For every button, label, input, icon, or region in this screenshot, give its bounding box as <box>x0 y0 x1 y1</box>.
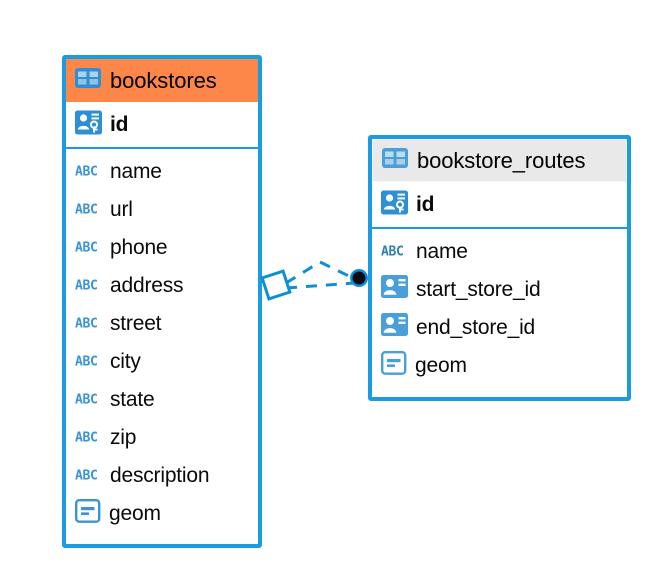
field-row-start-store-id[interactable]: start_store_id <box>372 270 627 308</box>
field-label: end_store_id <box>416 315 536 339</box>
field-row-geom[interactable]: geom <box>66 494 258 532</box>
svg-text:ABC: ABC <box>381 245 404 260</box>
field-label: address <box>110 273 184 297</box>
primary-key-section: id <box>372 182 627 229</box>
text-abc-icon: ABC <box>75 201 102 218</box>
relationship-line-curved <box>285 260 356 285</box>
field-row-address[interactable]: ABC address <box>66 266 258 304</box>
svg-text:ABC: ABC <box>75 431 98 446</box>
field-row-geom[interactable]: geom <box>372 346 627 384</box>
table-icon <box>75 68 101 93</box>
field-label: url <box>110 197 133 221</box>
svg-text:ABC: ABC <box>75 355 98 370</box>
text-abc-icon: ABC <box>75 353 102 370</box>
text-abc-icon: ABC <box>75 391 102 408</box>
foreign-key-icon <box>381 313 408 341</box>
geometry-icon <box>75 498 101 528</box>
entity-table-bookstores[interactable]: bookstores id <box>62 55 262 548</box>
text-abc-icon: ABC <box>75 467 102 484</box>
field-row-primary-key[interactable]: id <box>372 182 627 227</box>
field-label: state <box>110 387 155 411</box>
svg-text:ABC: ABC <box>75 279 98 294</box>
field-row-end-store-id[interactable]: end_store_id <box>372 308 627 346</box>
relationship-marker-diamond-open <box>260 269 292 301</box>
svg-text:ABC: ABC <box>75 165 98 180</box>
entity-header-bookstore-routes[interactable]: bookstore_routes <box>372 139 627 182</box>
field-label: description <box>110 463 210 487</box>
field-row-zip[interactable]: ABC zip <box>66 418 258 456</box>
fields-section: ABC name start_store_id <box>372 229 627 397</box>
svg-text:ABC: ABC <box>75 203 98 218</box>
primary-key-section: id <box>66 102 258 149</box>
primary-key-icon <box>75 110 102 140</box>
field-label: name <box>416 239 468 263</box>
field-label: city <box>110 349 141 373</box>
entity-title: bookstores <box>110 67 217 93</box>
fields-section: ABC name ABC url ABC p <box>66 149 258 544</box>
field-label: id <box>110 113 129 136</box>
text-abc-icon: ABC <box>75 429 102 446</box>
text-abc-icon: ABC <box>75 239 102 256</box>
field-label: phone <box>110 235 168 259</box>
field-row-primary-key[interactable]: id <box>66 102 258 147</box>
text-abc-icon: ABC <box>75 277 102 294</box>
field-row-url[interactable]: ABC url <box>66 190 258 228</box>
geometry-icon <box>381 350 407 380</box>
svg-text:ABC: ABC <box>75 469 98 484</box>
field-row-street[interactable]: ABC street <box>66 304 258 342</box>
relationship-line-straight <box>285 281 356 290</box>
field-label: name <box>110 159 162 183</box>
text-abc-icon: ABC <box>381 243 408 260</box>
field-row-state[interactable]: ABC state <box>66 380 258 418</box>
field-row-name[interactable]: ABC name <box>372 232 627 270</box>
field-row-city[interactable]: ABC city <box>66 342 258 380</box>
field-label: zip <box>110 425 137 449</box>
entity-header-bookstores[interactable]: bookstores <box>66 59 258 102</box>
svg-text:ABC: ABC <box>75 317 98 332</box>
relationship-marker-circle-filled <box>350 269 368 287</box>
field-row-phone[interactable]: ABC phone <box>66 228 258 266</box>
entity-table-bookstore-routes[interactable]: bookstore_routes id <box>368 135 631 401</box>
field-label: geom <box>415 353 467 377</box>
table-icon <box>382 148 408 173</box>
field-label: geom <box>109 501 161 525</box>
foreign-key-icon <box>381 275 408 303</box>
svg-text:ABC: ABC <box>75 393 98 408</box>
text-abc-icon: ABC <box>75 163 102 180</box>
field-label: id <box>416 193 435 216</box>
field-row-name[interactable]: ABC name <box>66 152 258 190</box>
field-label: start_store_id <box>416 277 541 301</box>
svg-text:ABC: ABC <box>75 241 98 256</box>
field-label: street <box>110 311 162 335</box>
entity-title: bookstore_routes <box>417 147 586 173</box>
text-abc-icon: ABC <box>75 315 102 332</box>
primary-key-icon <box>381 190 408 220</box>
field-row-description[interactable]: ABC description <box>66 456 258 494</box>
